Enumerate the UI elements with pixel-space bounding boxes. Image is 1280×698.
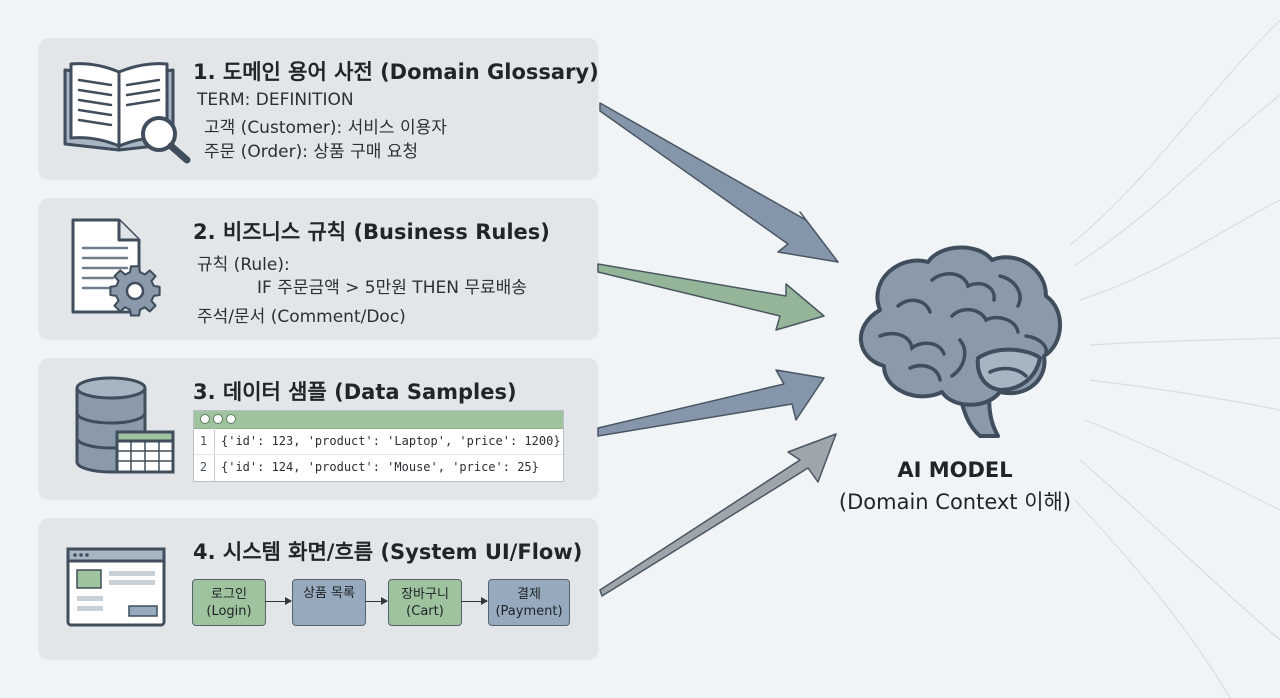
panel-system-ui-flow: 4. 시스템 화면/흐름 (System UI/Flow) 로그인 (Login… (39, 518, 598, 659)
line-number: 2 (199, 460, 208, 474)
line-number: 1 (199, 434, 208, 448)
flow-step-sublabel: (Login) (206, 603, 252, 619)
panel-title: 4. 시스템 화면/흐름 (System UI/Flow) (193, 540, 583, 564)
arrow-glossary-to-model (599, 102, 839, 263)
code-line: 2 {'id': 124, 'product': 'Mouse', 'price… (194, 454, 563, 480)
flow-arrow (265, 597, 292, 605)
brain-icon (859, 245, 1062, 438)
glossary-header: TERM: DEFINITION (197, 90, 354, 110)
flow-arrow (461, 597, 488, 605)
window-dot-icon (226, 414, 236, 424)
flow-step-sublabel: (Cart) (406, 603, 444, 619)
flow-step-label: 로그인 (211, 586, 247, 602)
glossary-entry: 고객 (Customer): 서비스 이용자 (204, 118, 447, 138)
window-dot-icon (213, 414, 223, 424)
flow-arrow (365, 597, 388, 605)
arrow-data-to-model (597, 369, 825, 437)
window-dot-icon (200, 414, 210, 424)
flow-step-product-list: 상품 목록 (292, 579, 366, 626)
code-text: {'id': 123, 'product': 'Laptop', 'price'… (221, 434, 561, 448)
panel-domain-glossary: 1. 도메인 용어 사전 (Domain Glossary) TERM: DEF… (39, 38, 599, 179)
code-window-titlebar (194, 411, 563, 429)
flow-step-label: 장바구니 (401, 586, 449, 602)
code-line: 1 {'id': 123, 'product': 'Laptop', 'pric… (194, 429, 563, 454)
database-table-icon (75, 376, 175, 474)
rule-label: 규칙 (Rule): (197, 255, 290, 275)
flow-step-cart: 장바구니 (Cart) (388, 579, 462, 626)
panel-title: 3. 데이터 샘플 (Data Samples) (193, 380, 517, 404)
comment-doc-label: 주석/문서 (Comment/Doc) (197, 307, 406, 327)
code-window: 1 {'id': 123, 'product': 'Laptop', 'pric… (193, 410, 564, 482)
panel-business-rules: 2. 비즈니스 규칙 (Business Rules) 규칙 (Rule): I… (39, 198, 598, 339)
code-text: {'id': 124, 'product': 'Mouse', 'price':… (221, 460, 539, 474)
flow-step-login: 로그인 (Login) (192, 579, 266, 626)
model-subtitle: (Domain Context 이해) (838, 490, 1072, 514)
panel-data-samples: 3. 데이터 샘플 (Data Samples) 1 {'id': 123, '… (39, 358, 598, 499)
flow-step-label: 결제 (517, 586, 541, 602)
open-book-magnifier-icon (63, 62, 191, 164)
document-gear-icon (71, 218, 161, 317)
glossary-entry: 주문 (Order): 상품 구매 요청 (204, 142, 419, 162)
arrow-flow-to-model (599, 433, 837, 597)
model-title: AI MODEL (897, 458, 1013, 482)
panel-title: 1. 도메인 용어 사전 (Domain Glossary) (193, 60, 599, 84)
flow-step-payment: 결제 (Payment) (488, 579, 570, 626)
browser-window-icon (66, 547, 166, 627)
flow-step-sublabel: (Payment) (495, 603, 563, 619)
flow-step-label: 상품 목록 (303, 586, 355, 601)
panel-title: 2. 비즈니스 규칙 (Business Rules) (193, 220, 550, 244)
rule-condition: IF 주문금액 > 5만원 THEN 무료배송 (257, 278, 527, 298)
arrow-rules-to-model (597, 263, 825, 331)
